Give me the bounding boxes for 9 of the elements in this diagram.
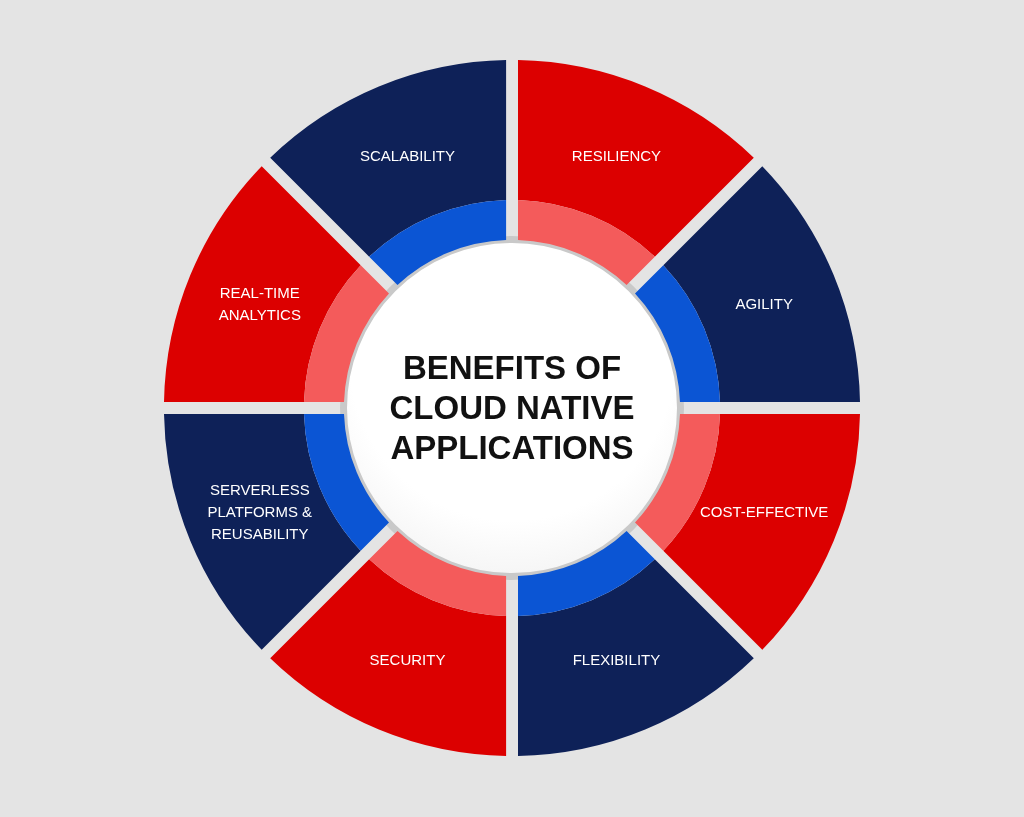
segment-label: SCALABILITY	[359, 145, 457, 166]
segment-label: SECURITY	[368, 650, 447, 671]
segment-label: SERVERLESS PLATFORMS & REUSABILITY	[206, 480, 314, 545]
segment-label: FLEXIBILITY	[571, 650, 662, 671]
center-title: BENEFITS OF CLOUD NATIVE APPLICATIONS	[388, 348, 636, 468]
segment-label: REAL-TIME ANALYTICS	[217, 282, 302, 325]
segment-label: COST-EFFECTIVE	[699, 502, 830, 523]
segment-label: AGILITY	[734, 293, 794, 314]
segment-label: RESILIENCY	[570, 145, 663, 166]
